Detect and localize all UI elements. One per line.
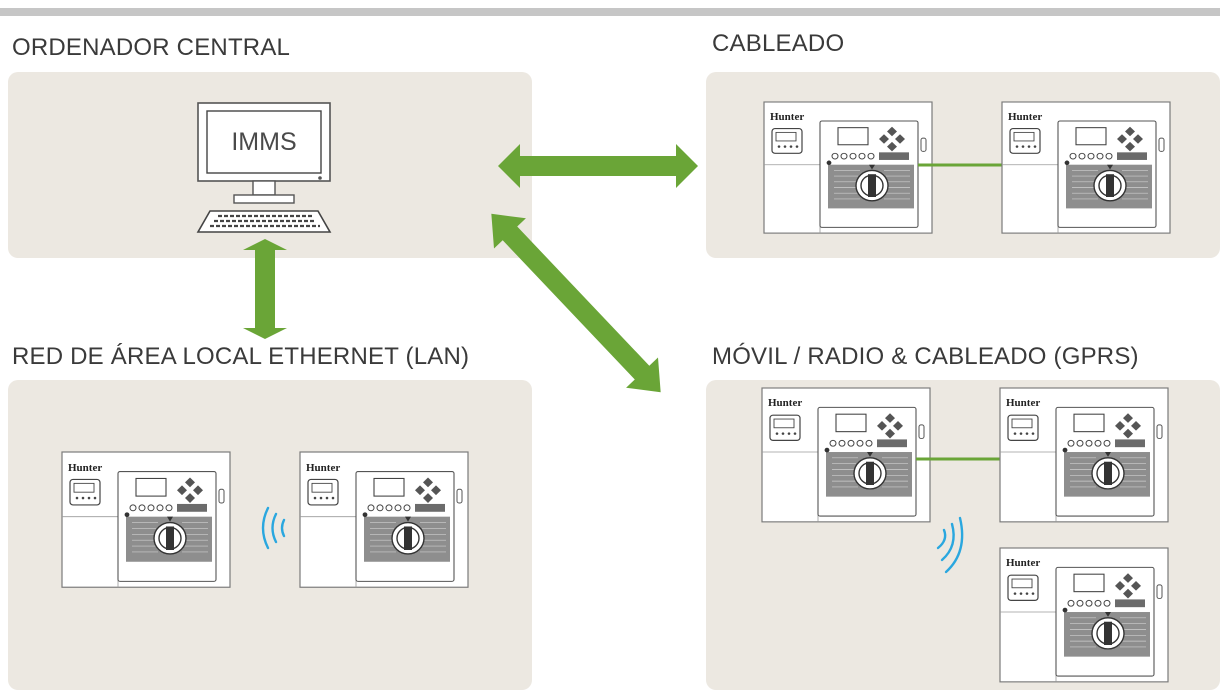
top-divider-bar xyxy=(0,8,1220,16)
radio-signal-icon xyxy=(936,516,964,574)
title-wired: CABLEADO xyxy=(712,30,845,57)
wireless-signal-icon xyxy=(261,506,286,550)
controller-brand-labels: Hunter Hunter Hunter Hunter Hunter Hunte… xyxy=(68,111,1042,569)
brand-label: Hunter xyxy=(306,462,340,474)
title-central: ORDENADOR CENTRAL xyxy=(12,34,291,61)
computer-monitor: IMMS xyxy=(197,102,331,204)
arrow-central-to-gprs xyxy=(475,198,677,408)
brand-label: Hunter xyxy=(68,462,102,474)
brand-label: Hunter xyxy=(1006,557,1040,569)
title-lan: RED DE ÁREA LOCAL ETHERNET (LAN) xyxy=(12,343,470,370)
brand-label: Hunter xyxy=(1008,111,1042,123)
brand-label: Hunter xyxy=(770,111,804,123)
brand-label: Hunter xyxy=(1006,397,1040,409)
brand-label: Hunter xyxy=(768,397,802,409)
arrow-central-to-lan xyxy=(243,239,287,339)
keyboard-icon xyxy=(196,210,332,233)
title-gprs: MÓVIL / RADIO & CABLEADO (GPRS) xyxy=(712,343,1139,370)
monitor-label: IMMS xyxy=(231,128,296,156)
arrow-central-to-wired xyxy=(498,144,698,188)
